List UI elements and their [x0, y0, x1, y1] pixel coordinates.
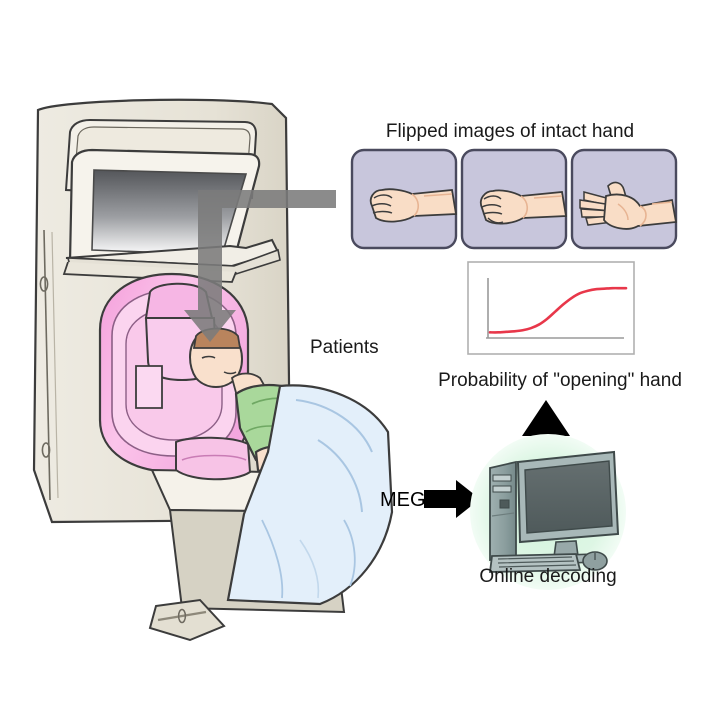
probability-caption: Probability of "opening" hand: [438, 370, 682, 391]
display-arrow: [184, 190, 336, 342]
computer-tower: [489, 460, 517, 562]
hand-panel-3[interactable]: [570, 148, 678, 250]
patient-eye: [201, 355, 216, 359]
online-decoding-group: Online decoding: [470, 434, 626, 590]
patient-figure: [189, 327, 394, 606]
blanket-fold-2: [317, 439, 363, 513]
hand-panel-2[interactable]: [460, 148, 568, 250]
meg-label: MEG: [380, 489, 426, 511]
blanket-fold-3: [343, 519, 356, 587]
hand-open-palm-icon: [579, 181, 678, 230]
tower-drive-bay-2: [492, 485, 512, 493]
arm-rest-pad: [175, 436, 252, 481]
probability-chart: Probability of "opening" hand: [438, 261, 682, 391]
patient-mouth: [223, 371, 237, 375]
tower-power-button[interactable]: [499, 499, 510, 509]
chart-frame: [467, 261, 635, 355]
scanner-knob-upper: [39, 276, 49, 292]
blanket-fold-1: [295, 399, 373, 453]
keyboard-keys: [497, 556, 577, 568]
online-decoding-label: Online decoding: [479, 566, 616, 587]
arm-rest-crease: [181, 454, 247, 461]
mouse-body: [582, 551, 608, 571]
display-screen: [91, 169, 248, 256]
computer-keyboard[interactable]: [488, 553, 582, 573]
scanner-panel-seam-2: [51, 231, 59, 499]
tower-drive-bay-1: [492, 474, 512, 482]
bed-foot-rail: [157, 610, 207, 622]
patient-blanket: [226, 384, 394, 606]
computer-monitor: [516, 450, 620, 565]
monitor-screen: [524, 460, 613, 534]
meg-arrow-shape: [424, 480, 480, 518]
hand-panel-1[interactable]: [350, 148, 458, 250]
scanner-panel-seam: [43, 229, 51, 501]
scanner-knob-lower: [41, 442, 51, 458]
patients-label: Patients: [310, 337, 379, 358]
flipped-images-title: Flipped images of intact hand: [386, 121, 634, 142]
computer-mouse[interactable]: [582, 551, 608, 571]
bed-foot-knob: [177, 608, 187, 624]
chart-sigmoid-line: [488, 286, 628, 334]
hand-closed-fist-1-icon: [369, 188, 458, 223]
display-arrow-shape: [184, 190, 336, 342]
flipped-images-group: Flipped images of intact hand: [350, 121, 678, 250]
blanket-fold-4: [261, 519, 284, 599]
meg-signal-group: MEG: [380, 480, 480, 518]
helmet-side-support: [135, 365, 163, 409]
tower-vent: [491, 512, 515, 517]
hand-closed-fist-2-icon: [480, 189, 568, 225]
blanket-fold-5: [299, 539, 320, 599]
bed-foot-base: [148, 598, 226, 642]
